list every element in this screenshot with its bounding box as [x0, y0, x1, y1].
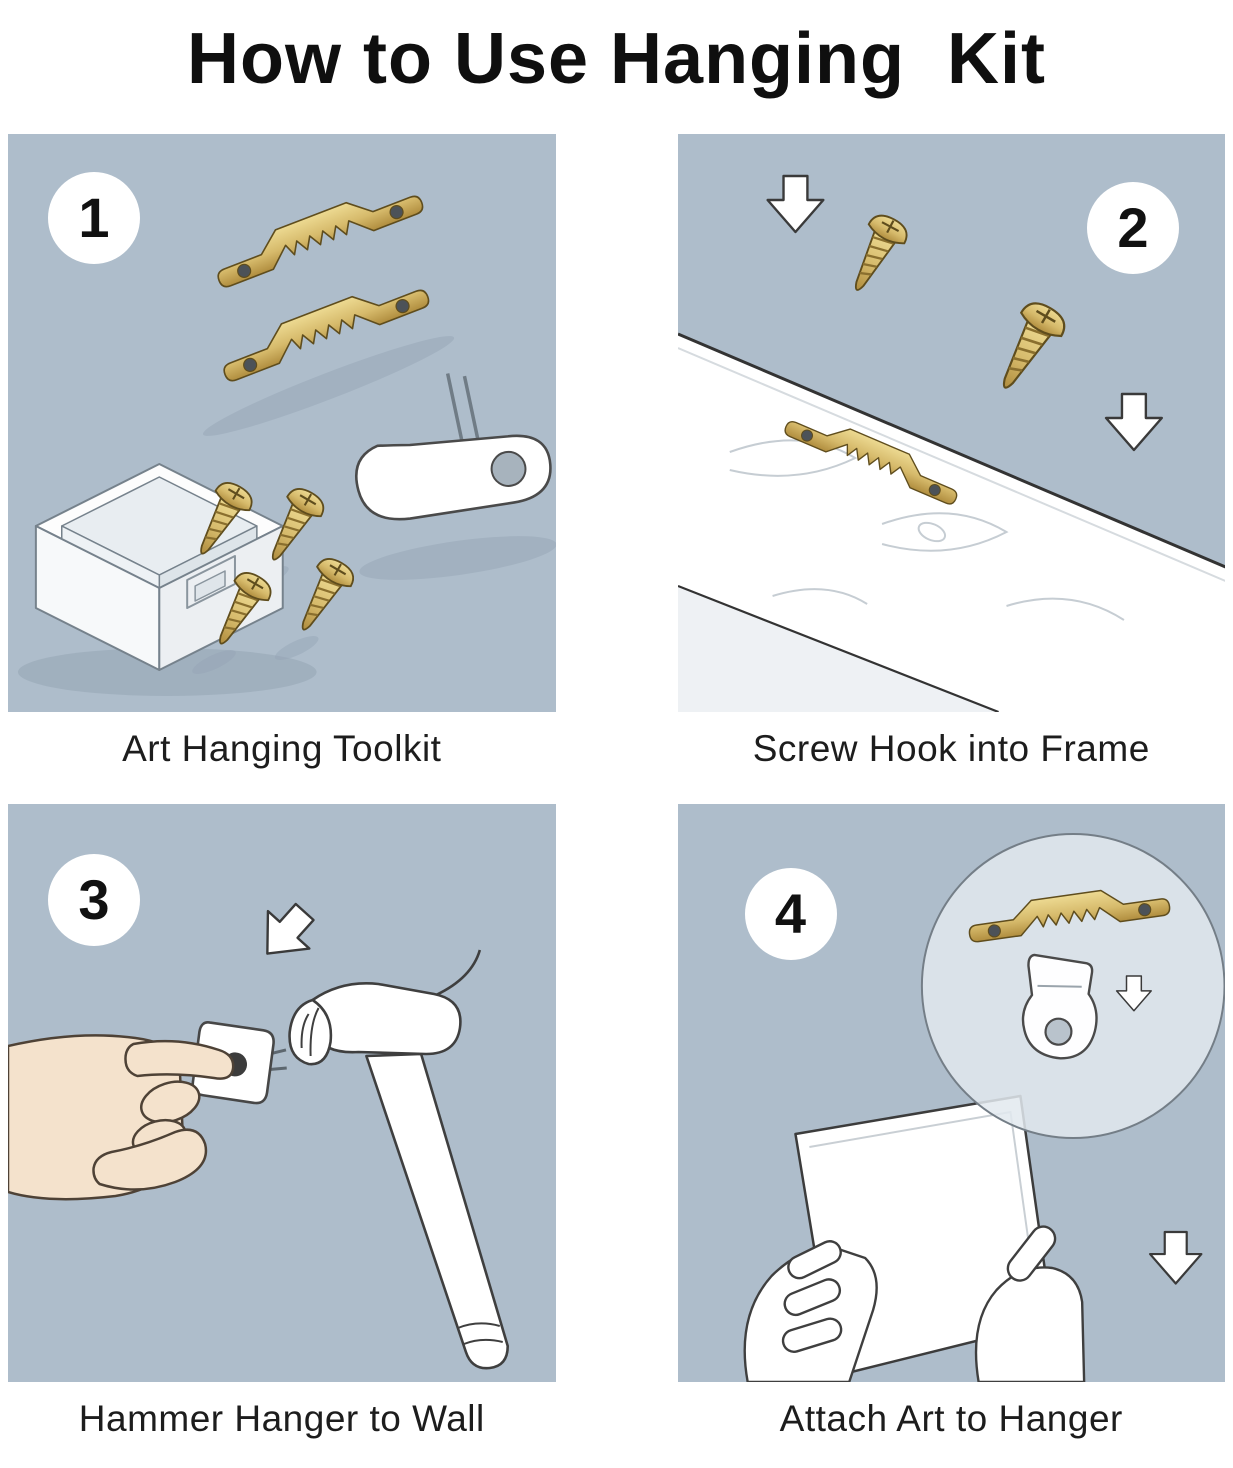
down-arrow-icon	[1148, 1230, 1202, 1285]
step-2: 2 Screw Hook into Frame	[677, 134, 1225, 770]
hand	[8, 1034, 235, 1201]
index-finger	[124, 1039, 235, 1080]
thumb	[92, 1128, 208, 1191]
step-4-caption: Attach Art to Hanger	[779, 1398, 1123, 1439]
wood-grain	[1005, 597, 1125, 621]
step-4-illustration: 4	[677, 804, 1225, 1382]
down-arrow-icon	[1104, 392, 1163, 452]
wood-grain	[728, 439, 857, 477]
step-number-badge: 1	[48, 172, 140, 264]
hammer-claw	[435, 949, 482, 997]
down-arrow-icon	[245, 892, 327, 974]
down-arrow-icon	[765, 174, 825, 234]
step-number-badge: 3	[48, 854, 140, 946]
hammer-head	[309, 982, 462, 1056]
step-3-illustration: 3	[8, 804, 556, 1382]
toolkit-scene	[17, 176, 556, 696]
hammer-face	[288, 998, 333, 1066]
step-2-illustration: 2	[677, 134, 1225, 712]
hook-shadow	[359, 536, 556, 580]
screw-icon	[285, 552, 360, 641]
step-number: 3	[78, 868, 110, 931]
screw-into-frame-scene	[677, 174, 1225, 712]
screw-shadow	[274, 636, 319, 660]
step-number-badge: 2	[1087, 182, 1179, 274]
hanger-shadow	[202, 336, 455, 436]
sawtooth-hanger-icon	[208, 176, 426, 290]
step-1-caption: Art Hanging Toolkit	[122, 728, 442, 769]
screw-shadow	[192, 650, 236, 674]
wall-hook-tag	[1021, 953, 1098, 1060]
hammer-handle	[365, 1052, 510, 1370]
step-number: 1	[78, 186, 110, 249]
step-1-illustration: 1	[8, 134, 556, 712]
step-3: 3 Hammer Hanger to Wall	[8, 804, 556, 1440]
wall-hook	[354, 373, 552, 521]
wood-knot	[917, 521, 946, 543]
step-number: 4	[774, 882, 807, 945]
step-2-caption: Screw Hook into Frame	[752, 728, 1150, 769]
right-hand	[974, 1225, 1085, 1382]
frame-board	[677, 332, 1225, 712]
step-4: 4 Attach Art to Hanger	[677, 804, 1225, 1440]
wood-grain	[771, 588, 868, 605]
box-shadow	[17, 648, 317, 696]
hammer	[288, 949, 510, 1370]
step-3-caption: Hammer Hanger to Wall	[78, 1398, 485, 1439]
step-number: 2	[1117, 196, 1149, 259]
screw-icon	[837, 208, 913, 301]
attach-art-scene	[743, 833, 1225, 1382]
wood-grain	[881, 512, 1009, 552]
step-1: 1 Art Hanging Toolkit	[8, 134, 556, 770]
steps-grid: 1 Art Hanging Toolkit	[8, 134, 1225, 1440]
left-hand	[743, 1240, 878, 1382]
screw-icon	[983, 295, 1072, 401]
hammer-to-wall-scene	[8, 892, 510, 1370]
page-title: How to Use Hanging Kit	[187, 19, 1046, 99]
step-number-badge: 4	[744, 868, 837, 960]
